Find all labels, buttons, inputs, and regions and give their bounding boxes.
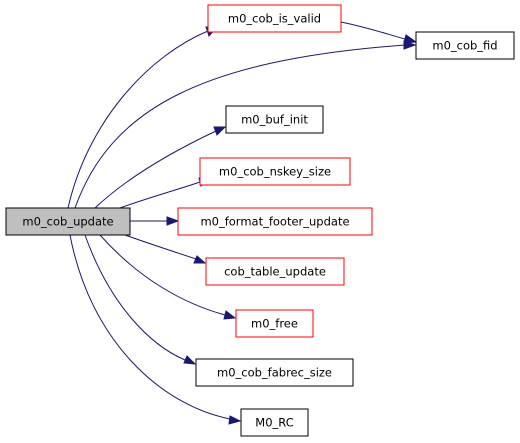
edge-is-valid-to-fid (340, 21, 406, 40)
edge-update-to-table (124, 234, 197, 260)
node-buf-init-label: m0_buf_init (241, 113, 308, 127)
edge-arrow-footer (166, 216, 180, 226)
node-free-label: m0_free (251, 317, 298, 331)
node-root-label: m0_cob_update (22, 215, 113, 229)
node-free[interactable]: m0_free (235, 309, 314, 338)
node-rc-box (240, 408, 309, 437)
node-rc-label: M0_RC (255, 416, 293, 430)
node-cob-is-valid-box (207, 4, 342, 33)
edge-arrow-table (193, 255, 207, 264)
edge-arrow-fid-side (403, 34, 418, 44)
edge-arrow-free (223, 310, 237, 320)
node-format-footer-update-box (177, 207, 373, 236)
node-root-box (5, 207, 131, 236)
edge-arrow-buf-init (213, 126, 227, 136)
node-cob-is-valid-label: m0_cob_is_valid (228, 12, 321, 26)
node-cob-fid-box (415, 31, 515, 60)
edge-update-to-buf-init (94, 130, 217, 209)
node-cob-nskey-size-label: m0_cob_nskey_size (219, 165, 331, 179)
node-cob-fabrec-size-label: m0_cob_fabrec_size (217, 366, 332, 380)
edge-arrow-rc (228, 415, 242, 425)
node-buf-init-box (225, 105, 324, 134)
edge-arrow-fabrec (183, 355, 197, 365)
edge-update-to-fabrec (84, 234, 186, 361)
node-cob-table-update-label: cob_table_update (224, 265, 326, 279)
node-cob-fabrec-size-box (195, 358, 354, 387)
edges (67, 21, 418, 425)
node-cob-nskey-size[interactable]: m0_cob_nskey_size (199, 157, 351, 186)
node-root[interactable]: m0_cob_update (5, 207, 131, 236)
edge-update-to-nskey (119, 181, 201, 209)
node-buf-init[interactable]: m0_buf_init (225, 105, 324, 134)
node-cob-fabrec-size[interactable]: m0_cob_fabrec_size (195, 358, 354, 387)
node-rc[interactable]: M0_RC (240, 408, 309, 437)
node-cob-fid[interactable]: m0_cob_fid (415, 31, 515, 60)
edge-update-to-is-valid (67, 30, 209, 209)
node-format-footer-update-label: m0_format_footer_update (200, 215, 349, 229)
node-cob-fid-label: m0_cob_fid (432, 39, 497, 53)
node-cob-table-update-box (205, 257, 345, 286)
node-cob-nskey-size-box (199, 157, 351, 186)
node-free-box (235, 309, 314, 338)
node-cob-is-valid[interactable]: m0_cob_is_valid (207, 4, 342, 33)
edge-update-to-fid-top (74, 44, 406, 209)
edge-update-to-rc (69, 234, 231, 420)
edge-update-to-free (99, 234, 226, 316)
node-cob-table-update[interactable]: cob_table_update (205, 257, 345, 286)
node-format-footer-update[interactable]: m0_format_footer_update (177, 207, 373, 236)
